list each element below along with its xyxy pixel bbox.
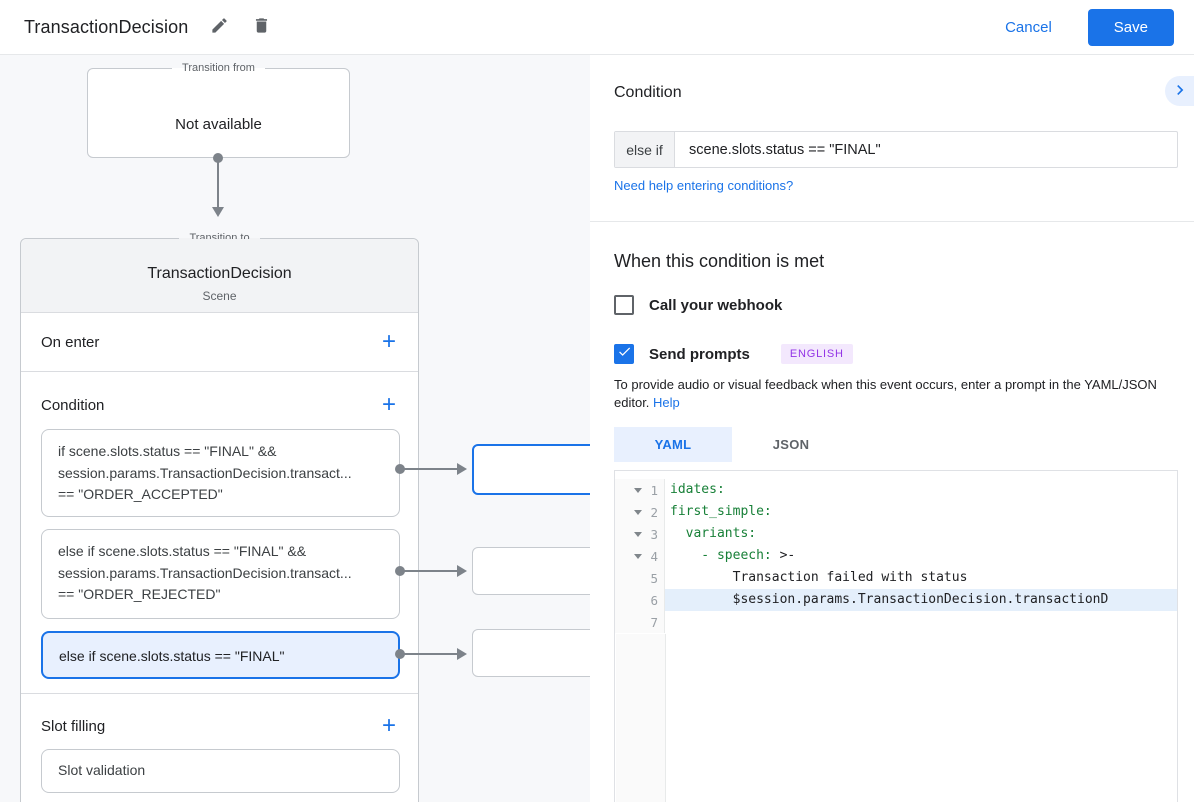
panel-heading: Condition <box>614 84 682 101</box>
editor-gutter <box>616 634 666 802</box>
transition-target-node[interactable] <box>472 629 590 677</box>
tab-yaml[interactable]: YAML <box>614 427 732 462</box>
call-webhook-label: Call your webhook <box>649 296 783 314</box>
hint-help-link[interactable]: Help <box>653 395 680 410</box>
section-divider <box>21 693 418 694</box>
code-line: 3 variants: <box>615 523 1177 545</box>
tab-json[interactable]: JSON <box>732 427 850 462</box>
arrow-right-icon <box>457 565 467 577</box>
scene-header: TransactionDecision Scene <box>21 239 418 313</box>
topbar: TransactionDecision Cancel Save <box>0 0 1194 55</box>
code-line-highlighted: 6 $session.params.TransactionDecision.tr… <box>615 589 1177 611</box>
add-slot-button[interactable]: + <box>381 712 396 739</box>
transition-target-node-selected[interactable] <box>472 444 590 495</box>
when-condition-heading: When this condition is met <box>614 251 825 271</box>
condition-card-order-rejected[interactable]: else if scene.slots.status == "FINAL" &&… <box>41 529 400 619</box>
edit-scene-button[interactable] <box>208 16 230 38</box>
scene-type: Scene <box>202 289 237 303</box>
save-button[interactable]: Save <box>1087 8 1174 46</box>
slot-filling-label: Slot filling <box>41 717 106 735</box>
transition-from-node[interactable]: Transition from Not available <box>87 62 350 158</box>
connector-dot <box>395 464 405 474</box>
condition-help-link[interactable]: Need help entering conditions? <box>614 178 794 193</box>
scene-name: TransactionDecision <box>147 265 292 282</box>
condition-label: Condition <box>41 396 105 414</box>
language-badge: ENGLISH <box>780 344 853 364</box>
delete-scene-button[interactable] <box>250 16 272 38</box>
fold-toggle-icon[interactable] <box>634 531 643 537</box>
code-line: 5 Transaction failed with status <box>615 567 1177 589</box>
transition-target-node[interactable] <box>472 547 590 595</box>
fold-toggle-icon[interactable] <box>634 553 643 559</box>
webhook-option: Call your webhook <box>614 295 782 315</box>
yaml-code-editor[interactable]: 1 idates: 2 first_simple: 3 variants: 4 … <box>614 470 1178 802</box>
slot-validation-card[interactable]: Slot validation <box>41 749 400 793</box>
connector-dot <box>213 153 223 163</box>
collapse-panel-button[interactable] <box>1165 76 1194 106</box>
condition-card-order-accepted[interactable]: if scene.slots.status == "FINAL" && sess… <box>41 429 400 517</box>
connector-line <box>404 570 457 572</box>
prompt-hint-text: To provide audio or visual feedback when… <box>614 377 1157 410</box>
add-condition-button[interactable]: + <box>381 391 396 418</box>
arrow-right-icon <box>457 463 467 475</box>
panel-divider <box>590 221 1194 222</box>
check-icon <box>617 344 632 364</box>
arrow-down-icon <box>212 207 224 217</box>
connector-dot <box>395 566 405 576</box>
prompts-option: Send prompts ENGLISH <box>614 344 853 364</box>
on-enter-label: On enter <box>41 333 100 351</box>
connector-line <box>404 653 457 655</box>
code-line: 7 <box>615 611 1177 633</box>
connector-line <box>404 468 457 470</box>
send-prompts-label: Send prompts <box>649 345 750 363</box>
chevron-right-icon <box>1170 80 1190 103</box>
call-webhook-checkbox[interactable] <box>614 295 634 315</box>
send-prompts-checkbox[interactable] <box>614 344 634 364</box>
on-enter-section: On enter + <box>21 313 418 372</box>
arrow-right-icon <box>457 648 467 660</box>
editor-format-tabs: YAML JSON <box>614 427 850 462</box>
transition-from-value: Not available <box>175 116 262 133</box>
add-on-enter-button[interactable]: + <box>381 328 396 355</box>
condition-expression-input[interactable] <box>675 132 1177 167</box>
condition-operator-label: else if <box>615 132 675 167</box>
code-line: 4 - speech: >- <box>615 545 1177 567</box>
page-title: TransactionDecision <box>24 16 189 37</box>
code-line: 2 first_simple: <box>615 501 1177 523</box>
fold-toggle-icon[interactable] <box>634 487 643 493</box>
connector-line <box>217 159 219 207</box>
transition-to-node: Transition to TransactionDecision Scene … <box>20 232 419 802</box>
code-line: 1 idates: <box>615 479 1177 501</box>
trash-icon <box>252 16 271 38</box>
condition-section: Condition + <box>21 384 418 426</box>
pencil-icon <box>210 16 229 38</box>
condition-card-final-selected[interactable]: else if scene.slots.status == "FINAL" <box>41 631 400 679</box>
condition-expression-row: else if <box>614 131 1178 168</box>
fold-toggle-icon[interactable] <box>634 509 643 515</box>
transition-from-legend: Transition from <box>88 62 349 74</box>
cancel-button[interactable]: Cancel <box>1005 18 1052 36</box>
condition-editor-panel: Condition else if Need help entering con… <box>590 55 1194 802</box>
slot-filling-section: Slot filling + <box>21 704 418 748</box>
connector-dot <box>395 649 405 659</box>
scene-flow-diagram: Transition from Not available Transition… <box>0 55 590 802</box>
